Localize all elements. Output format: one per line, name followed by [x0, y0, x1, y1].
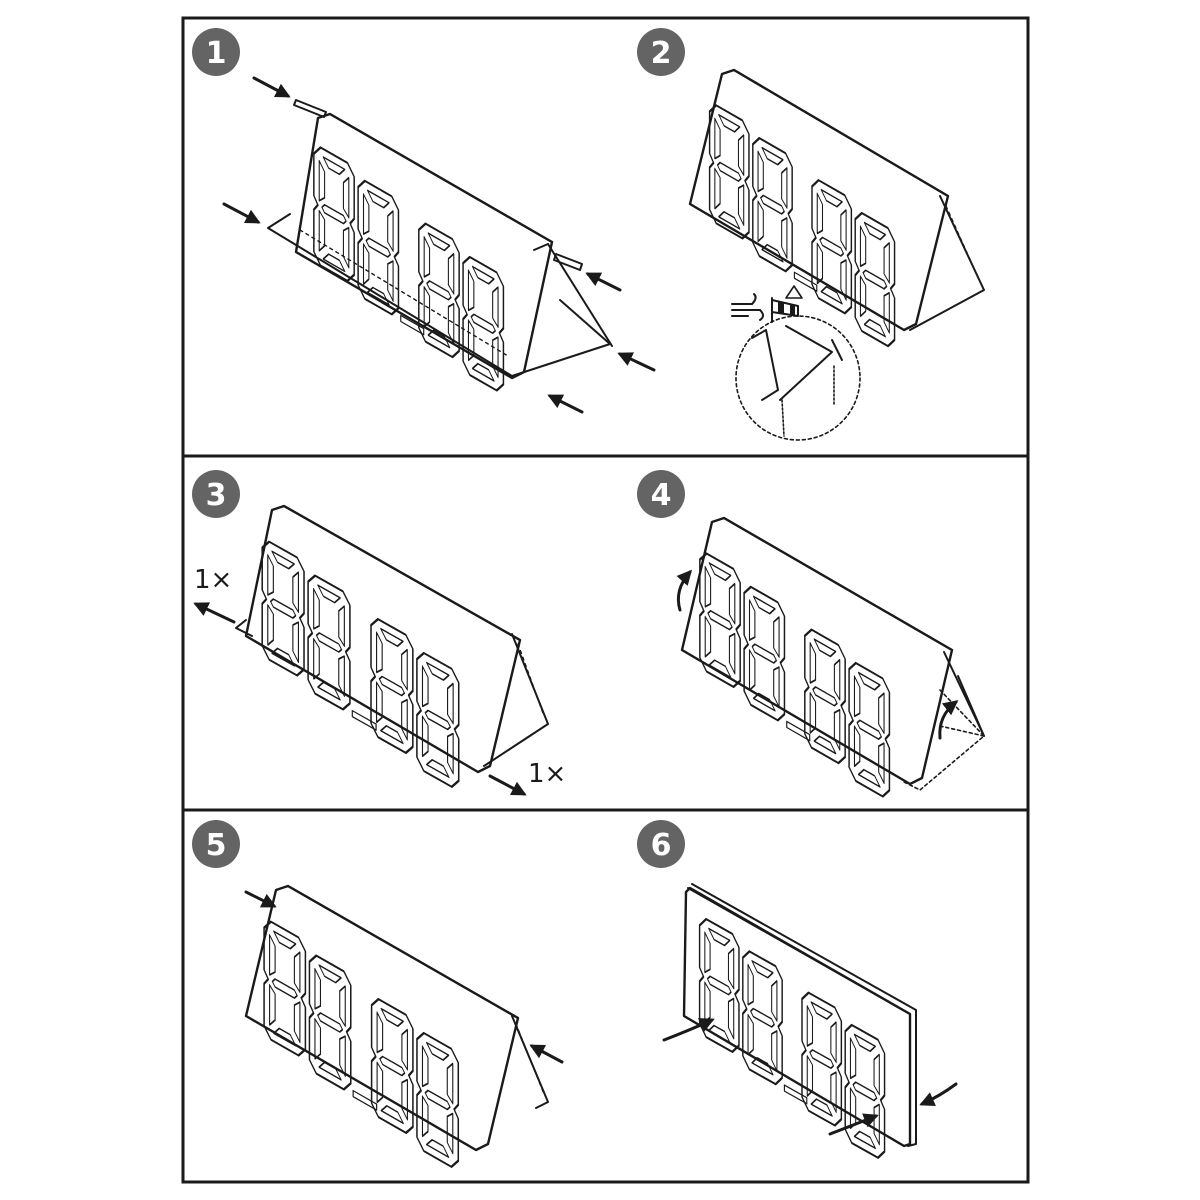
step-6-panel: 6	[637, 820, 958, 1161]
step-number: 5	[206, 828, 227, 863]
step-5-panel: 5	[192, 820, 564, 1171]
step-badge	[192, 820, 240, 868]
step-1-panel: 1	[192, 28, 656, 414]
folded-display	[682, 883, 917, 1161]
display-stand	[680, 516, 985, 800]
step-badge	[192, 470, 240, 518]
step-2-panel: 2	[637, 28, 985, 441]
frame-border	[181, 16, 1030, 1184]
display-stand	[267, 99, 613, 394]
detail-magnifier	[735, 315, 861, 441]
step-4-panel: 4	[637, 470, 985, 800]
step-number: 6	[651, 828, 672, 863]
step-number: 2	[651, 36, 672, 71]
step-number: 3	[206, 478, 227, 513]
step-number: 4	[651, 478, 672, 513]
quantity-label: 1×	[528, 759, 566, 789]
display-stand	[688, 68, 985, 350]
step-badge	[637, 28, 685, 76]
step-badge	[637, 470, 685, 518]
step-badge	[192, 28, 240, 76]
quantity-label: 1×	[194, 565, 232, 595]
wind-icon	[731, 293, 764, 321]
step-badge	[637, 820, 685, 868]
display-stand	[244, 884, 549, 1171]
step-number: 1	[206, 36, 227, 71]
step-3-panel: 3 1× 1×	[192, 470, 566, 796]
display-stand	[235, 504, 549, 791]
